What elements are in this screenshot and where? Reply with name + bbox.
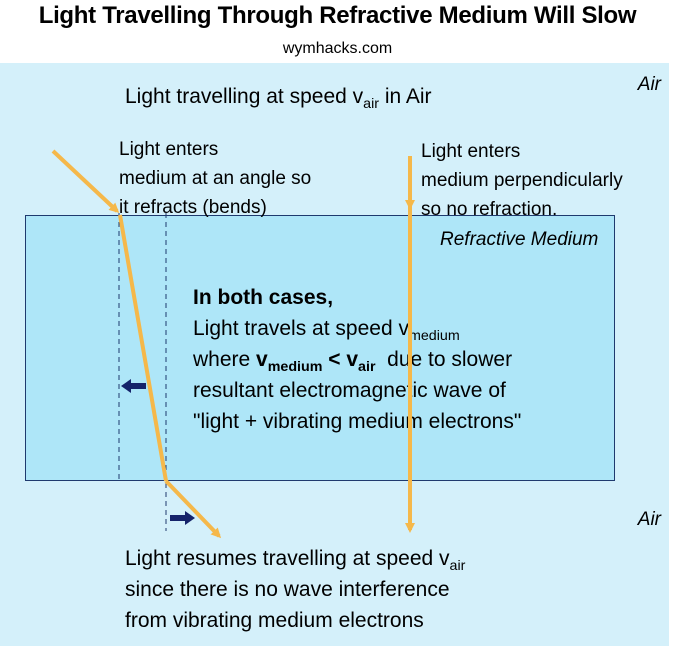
page-subtitle: wymhacks.com xyxy=(282,40,393,57)
angled-ray-note: Light enters medium at an angle so it re… xyxy=(119,135,311,222)
right-arrow-icon xyxy=(170,511,195,525)
left-arrow-icon xyxy=(121,379,146,393)
center-line3-where: where xyxy=(193,348,257,371)
top-caption: Light travelling at speed vair in Air xyxy=(125,84,432,112)
bottom-line2: since there is no wave interference xyxy=(125,578,450,601)
refracted-ray xyxy=(118,214,168,482)
air-label-bottom: Air xyxy=(637,509,661,530)
page-title: Light Travelling Through Refractive Medi… xyxy=(38,2,637,29)
perpendicular-ray-note: Light enters medium perpendicularly so n… xyxy=(421,137,623,224)
center-line2: Light travels at speed vmedium xyxy=(193,313,521,344)
perp-note-line1: Light enters xyxy=(421,141,521,162)
center-line3-lt: < v xyxy=(322,348,359,371)
bottom-line3: from vibrating medium electrons xyxy=(125,609,424,632)
angled-note-line3: it refracts (bends) xyxy=(119,197,267,218)
air-label-top: Air xyxy=(637,74,661,95)
center-line2-sub: medium xyxy=(408,327,460,344)
center-heading: In both cases, xyxy=(193,286,334,309)
center-explanation: In both cases, Light travels at speed vm… xyxy=(193,282,521,437)
emergent-ray xyxy=(164,479,222,539)
bottom-caption: Light resumes travelling at speed vair s… xyxy=(125,543,465,636)
bottom-line1: Light resumes travelling at speed vair xyxy=(125,543,465,574)
top-caption-sub: air xyxy=(363,95,380,112)
incident-ray xyxy=(51,149,120,214)
center-line3-sub1: medium xyxy=(267,358,323,375)
top-caption-prefix: Light travelling at speed v xyxy=(125,85,364,108)
center-line3-v1: v xyxy=(256,348,268,371)
top-caption-suffix: in Air xyxy=(379,85,432,108)
angled-note-line1: Light enters xyxy=(119,139,219,160)
angled-note-line2: medium at an angle so xyxy=(119,168,312,189)
bottom-line1-sub: air xyxy=(449,557,466,574)
center-line3-sub2: air xyxy=(358,358,376,375)
center-line4: resultant electromagnetic wave of xyxy=(193,379,506,402)
perp-note-line2: medium perpendicularly xyxy=(421,170,623,191)
bottom-line1-prefix: Light resumes travelling at speed v xyxy=(125,547,450,570)
refractive-medium-box xyxy=(25,215,615,481)
perp-note-line3: so no refraction. xyxy=(421,199,558,220)
center-line2-prefix: Light travels at speed v xyxy=(193,317,409,340)
center-line3: where vmedium < vair due to slower xyxy=(193,344,521,375)
center-line3-suffix: due to slower xyxy=(375,348,513,371)
medium-label: Refractive Medium xyxy=(440,229,599,250)
center-line5: "light + vibrating medium electrons" xyxy=(193,410,522,433)
